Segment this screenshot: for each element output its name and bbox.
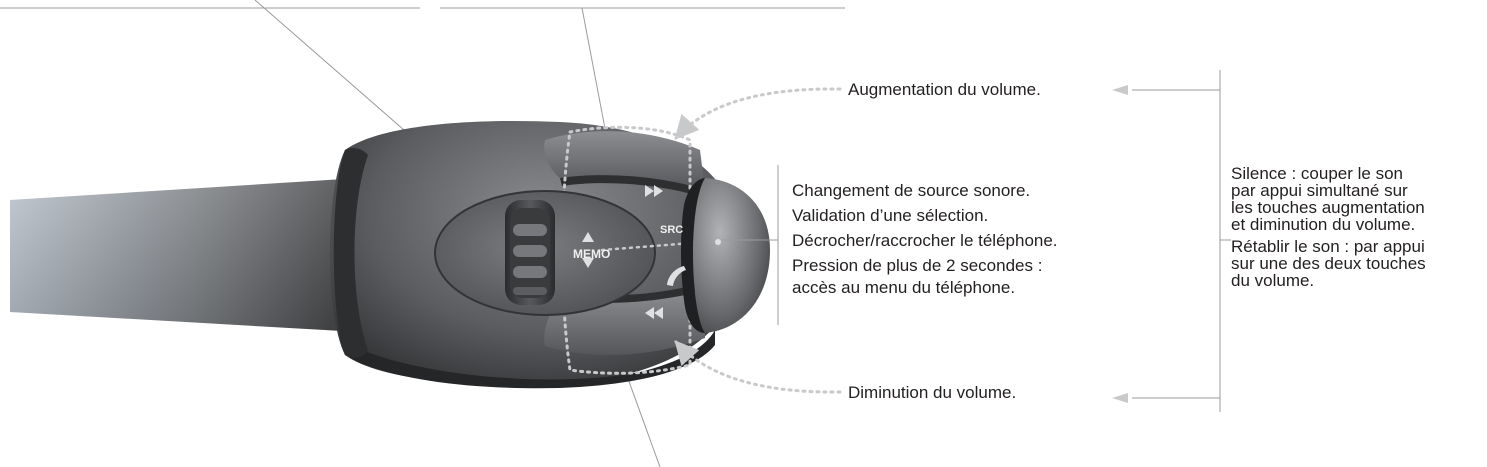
rewind-icon bbox=[645, 307, 663, 319]
source-line: Validation d’une sélection. bbox=[792, 206, 989, 225]
mute-line: Rétablir le son : par appui bbox=[1231, 237, 1425, 256]
src-marking: SRC bbox=[660, 224, 683, 236]
thumbwheel bbox=[505, 200, 555, 305]
volume-down-label: Diminution du volume. bbox=[848, 383, 1017, 402]
volume-up-button-shape bbox=[544, 131, 705, 198]
source-label: Changement de source sonore. Validation … bbox=[792, 178, 1058, 298]
mute-line: et diminution du volume. bbox=[1231, 215, 1416, 234]
triangle-down-icon bbox=[582, 258, 594, 268]
mute-line: du volume. bbox=[1231, 271, 1315, 290]
volume-up-label: Augmentation du volume. bbox=[848, 80, 1041, 99]
volume-dotted-arrows bbox=[674, 87, 842, 394]
mute-line: sur une des deux touches bbox=[1231, 254, 1426, 273]
src-leader-lines bbox=[722, 165, 779, 325]
src-cap bbox=[681, 178, 770, 333]
fast-forward-icon bbox=[645, 185, 663, 197]
source-line: Pression de plus de 2 secondes : bbox=[792, 256, 1043, 275]
steering-arm bbox=[10, 178, 360, 332]
phone-handset-icon bbox=[667, 266, 686, 286]
memo-arrows bbox=[582, 232, 594, 268]
source-line: Changement de source sonore. bbox=[792, 181, 1031, 200]
source-line: accès au menu du téléphone. bbox=[792, 278, 1016, 297]
memo-marking: MEMO bbox=[573, 247, 610, 261]
button-outlines bbox=[561, 125, 692, 375]
mute-line: Silence : couper le son bbox=[1231, 164, 1403, 183]
mute-bracket bbox=[1132, 70, 1231, 412]
triangle-up-icon bbox=[582, 232, 594, 242]
bracket-arrows bbox=[1112, 85, 1128, 403]
source-line: Décrocher/raccrocher le téléphone. bbox=[792, 231, 1058, 250]
mute-line: par appui simultané sur bbox=[1231, 181, 1408, 200]
mute-label: Silence : couper le son par appui simult… bbox=[1231, 165, 1426, 289]
mute-line: les touches augmentation bbox=[1231, 198, 1425, 217]
